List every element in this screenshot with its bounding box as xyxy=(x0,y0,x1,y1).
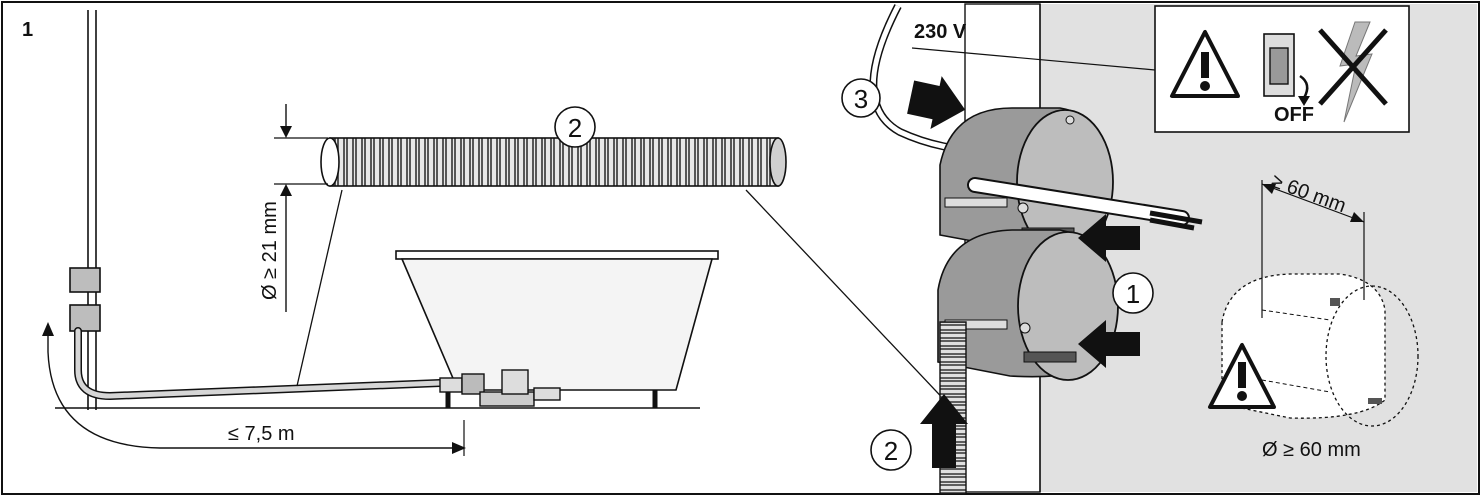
push-arrow-upper-right xyxy=(1078,214,1140,262)
right-scene: 230 V OFF xyxy=(841,3,1477,495)
voltage-label: 230 V xyxy=(914,21,967,43)
max-hose-length-label: ≤ 7,5 m xyxy=(228,423,295,445)
off-label: OFF xyxy=(1274,104,1314,126)
wall-socket-upper xyxy=(69,267,101,293)
switch-off-icon xyxy=(1263,33,1310,106)
push-arrow-lower-right xyxy=(1078,320,1140,368)
min-hose-diameter-label: Ø ≥ 21 mm xyxy=(259,201,281,300)
bathtub xyxy=(395,250,719,408)
push-arrow-top xyxy=(907,76,966,129)
box-diameter-label: Ø ≥ 60 mm xyxy=(1262,439,1361,461)
corrugated-hose-detail xyxy=(320,137,787,187)
safety-warning-panel: OFF xyxy=(1154,5,1410,133)
hose-diameter-dimension: Ø ≥ 21 mm xyxy=(259,104,328,312)
push-arrow-up xyxy=(920,394,968,468)
ghost-box-spacing: ≥ 60 mm Ø ≥ 60 mm xyxy=(1208,170,1419,461)
warning-icon xyxy=(1208,343,1276,409)
svg-text:3: 3 xyxy=(854,84,868,114)
hose-length-dimension: ≤ 7,5 m xyxy=(42,322,466,456)
left-scene: Ø ≥ 21 mm ≤ 7,5 m 2 xyxy=(42,10,953,456)
warning-icon xyxy=(1170,30,1240,98)
callout-2-bottom: 2 xyxy=(870,429,912,471)
figure-number: 1 xyxy=(22,19,33,41)
callout-2-top: 2 xyxy=(554,106,596,148)
flush-box-lower xyxy=(937,229,1119,381)
no-lightning-icon xyxy=(1318,21,1388,123)
svg-text:1: 1 xyxy=(1126,279,1140,309)
callout-1: 1 xyxy=(1112,272,1154,314)
wall-socket-lower xyxy=(69,304,101,332)
svg-text:2: 2 xyxy=(568,113,582,143)
callout-3: 3 xyxy=(841,78,881,118)
flush-box-upper xyxy=(939,107,1203,255)
svg-text:2: 2 xyxy=(884,436,898,466)
